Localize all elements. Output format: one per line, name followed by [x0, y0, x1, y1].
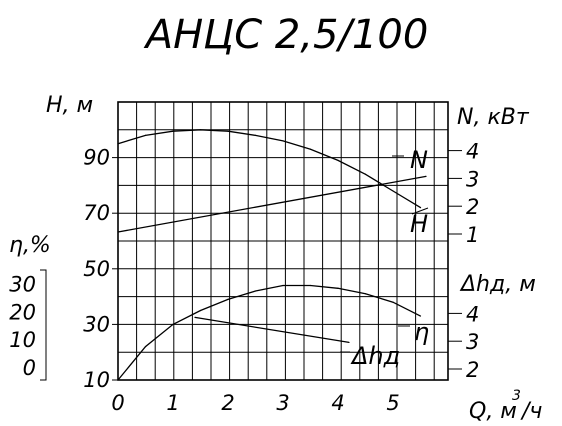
chart-grid — [117, 101, 449, 381]
x-axis-label-tail: /ч — [520, 399, 542, 424]
head-curve-point — [254, 134, 257, 136]
head-tick-label: 90 — [83, 146, 110, 170]
head-curve-point — [392, 190, 394, 192]
head-tick-label: 30 — [83, 312, 110, 336]
x-tick-label: 0 — [111, 391, 124, 415]
efficiency-curve-point — [337, 287, 339, 289]
efficiency-axis-label: η,% — [9, 233, 51, 258]
efficiency-curve-point — [419, 315, 422, 317]
npsh-curve-point — [194, 316, 196, 318]
head-curve — [117, 129, 421, 209]
power-curve — [117, 175, 427, 233]
power-curve-label: N — [410, 146, 428, 174]
efficiency-curve-point — [199, 309, 202, 312]
efficiency-tick-label: 0 — [23, 356, 36, 380]
npsh-tick-label: 3 — [466, 330, 479, 354]
efficiency-curve-label: η — [414, 318, 429, 346]
power-curve-point — [425, 175, 427, 177]
head-axis-label: Н, м — [46, 93, 93, 118]
power-curve-point — [117, 231, 119, 233]
head-curve-point — [117, 143, 119, 145]
efficiency-tick-label: 10 — [9, 328, 36, 352]
x-tick-label: 2 — [221, 391, 234, 415]
x-axis-label-main: Q, м — [469, 399, 517, 424]
chart-title: АНЦС 2,5/100 — [143, 12, 429, 58]
efficiency-curve-point — [117, 379, 119, 381]
head-curve-point — [172, 130, 174, 132]
head-curve-point — [144, 134, 147, 136]
x-axis-label-sup: 3 — [512, 388, 521, 404]
npsh-curve-point — [348, 341, 350, 344]
npsh-tick-label: 2 — [466, 358, 479, 382]
head-curve-point — [337, 159, 339, 161]
head-curve-point — [282, 140, 284, 142]
power-tick-label: 1 — [466, 223, 479, 247]
efficiency-tick-label: 20 — [9, 300, 36, 324]
x-tick-label: 5 — [386, 391, 399, 415]
npsh-axis-label: Δhд, м — [459, 272, 536, 297]
npsh-curve-label: Δhд — [350, 342, 400, 370]
efficiency-curve-point — [144, 346, 147, 348]
efficiency-axis-bracket — [40, 269, 47, 381]
head-curve-point — [419, 207, 422, 209]
efficiency-curve — [117, 284, 421, 381]
efficiency-curve-point — [364, 293, 367, 295]
x-tick-label: 1 — [166, 391, 179, 415]
head-tick-label: 50 — [83, 257, 110, 281]
efficiency-curve-point — [309, 284, 312, 287]
efficiency-curve-point — [392, 301, 394, 303]
power-tick-label: 3 — [466, 167, 479, 191]
efficiency-curve-point — [227, 298, 229, 300]
head-curve-point — [199, 129, 202, 131]
x-tick-label: 4 — [331, 391, 344, 415]
npsh-tick-label: 4 — [466, 302, 479, 326]
npsh-curve — [194, 316, 350, 344]
head-curve-point — [309, 148, 312, 150]
efficiency-tick-label: 30 — [9, 273, 36, 297]
power-tick-label: 2 — [466, 195, 479, 219]
power-tick-label: 4 — [466, 140, 479, 164]
head-curve-label-leader — [411, 207, 429, 215]
head-tick-label: 70 — [83, 201, 110, 225]
head-curve-label: Н — [410, 210, 428, 238]
efficiency-curve-point — [254, 290, 257, 292]
power-axis-label: N, кВт — [457, 105, 530, 130]
head-curve-point — [227, 130, 229, 132]
efficiency-curve-point — [282, 284, 284, 287]
head-curve-point — [364, 173, 367, 175]
head-tick-label: 10 — [83, 368, 110, 392]
x-tick-label: 3 — [276, 391, 289, 415]
plot-frame — [117, 101, 449, 381]
efficiency-curve-point — [172, 323, 174, 325]
x-axis-label: Q, м 3 /ч — [469, 388, 542, 424]
curves — [117, 129, 427, 381]
